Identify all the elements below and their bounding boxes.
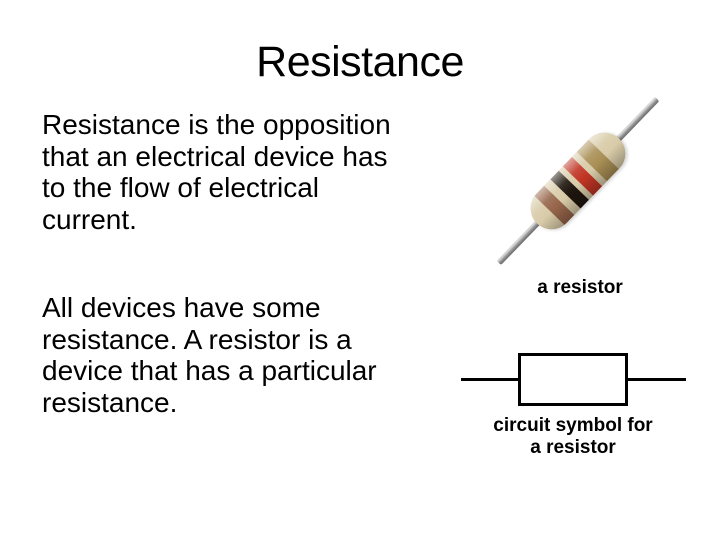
- resistor-body: [521, 123, 635, 239]
- circuit-resistor-box: [518, 353, 628, 406]
- circuit-symbol-caption: circuit symbol for a resistor: [493, 415, 653, 458]
- body-paragraph-1: Resistance is the opposition that an ele…: [42, 109, 391, 235]
- photo-caption: a resistor: [537, 277, 623, 298]
- resistor-body-shading: [521, 123, 635, 239]
- page-title: Resistance: [256, 38, 464, 86]
- resistor-photo: [460, 82, 700, 280]
- body-paragraph-2: All devices have some resistance. A resi…: [42, 292, 377, 418]
- circuit-lead-right: [628, 378, 686, 381]
- circuit-lead-left: [461, 378, 518, 381]
